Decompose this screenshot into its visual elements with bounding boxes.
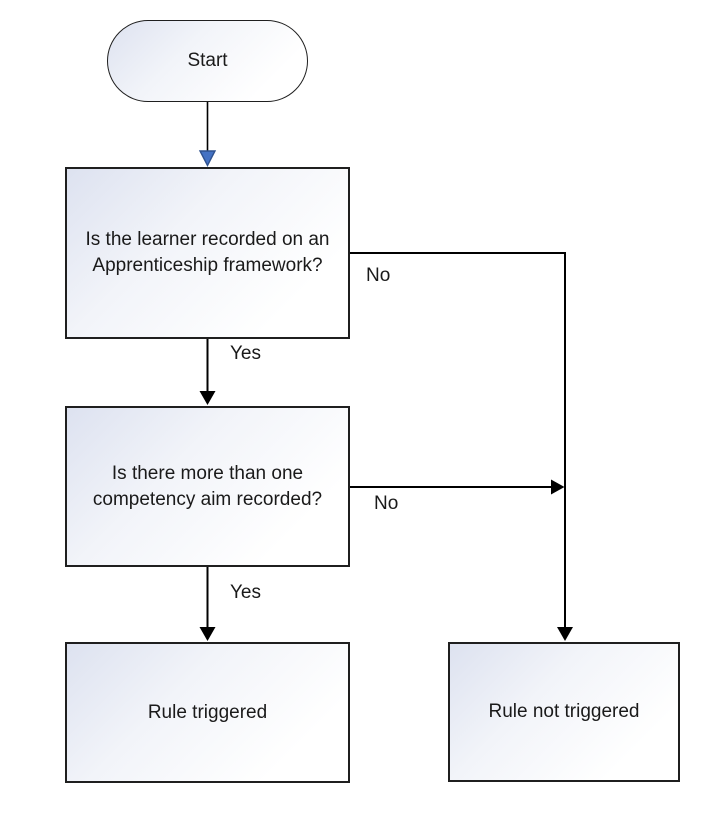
decision-apprenticeship-framework-line1: Is the learner recorded on an: [85, 229, 330, 250]
edge-label-q1-no: No: [366, 265, 391, 286]
decision-competency-aim-line1: Is there more than one: [111, 462, 304, 484]
rule-not-triggered-label: Rule not triggered: [488, 701, 640, 722]
arrowhead-q1-yes: [199, 391, 216, 405]
start-node-label: Start: [187, 50, 228, 71]
arrowhead-q2-yes: [199, 627, 216, 641]
rule-triggered-label: Rule triggered: [147, 701, 268, 723]
decision-apprenticeship-framework: Is the learner recorded on an Apprentice…: [65, 167, 350, 339]
start-node: Start: [107, 20, 308, 102]
decision-competency-aim: Is there more than one competency aim re…: [65, 406, 350, 567]
arrowhead-q1-no: [557, 627, 573, 641]
arrowhead-q2-no: [551, 479, 565, 495]
edge-label-q1-yes: Yes: [230, 343, 261, 364]
connector-q1-no: [350, 252, 566, 628]
edge-label-q2-no: No: [374, 493, 399, 514]
rule-not-triggered-node: Rule not triggered: [448, 642, 680, 782]
decision-competency-aim-line2: competency aim recorded?: [92, 488, 323, 510]
arrowhead-start-to-q1: [198, 150, 217, 168]
rule-triggered-node: Rule triggered: [65, 642, 350, 783]
edge-label-q2-yes: Yes: [230, 582, 261, 603]
decision-apprenticeship-framework-line2: Apprenticeship framework?: [92, 255, 323, 276]
